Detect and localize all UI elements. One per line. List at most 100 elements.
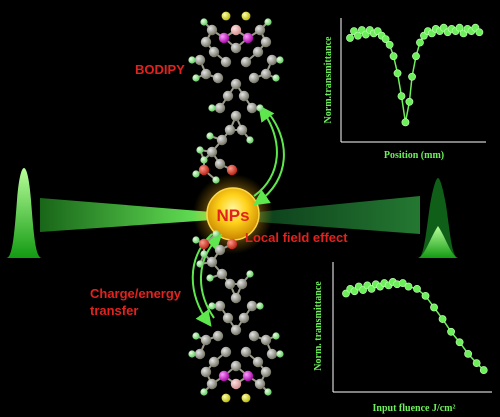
top-molecule-atom-c [222, 90, 234, 102]
top-molecule-atom-n [242, 32, 254, 44]
bottom-molecule-atom-c [194, 348, 206, 360]
energy-transfer-arrow-bottom-back [200, 233, 223, 319]
top-molecule-atom-c [260, 36, 272, 48]
incident-beam [40, 198, 212, 232]
top-molecule-atom-h [272, 74, 280, 82]
bottom-plot-point [455, 338, 464, 347]
bottom-plot-point [398, 279, 407, 287]
bottom-plot-point [472, 359, 481, 368]
bottom-molecule-atom-b [230, 378, 242, 390]
energy-transfer-arrow-top [253, 105, 278, 197]
bottom-molecule-atom-h [276, 350, 284, 358]
bottom-molecule-atom-c [230, 360, 242, 372]
top-molecule-atom-c [230, 110, 242, 122]
bottom-molecule-atom-f [221, 393, 231, 403]
bottom-molecule-atom-o [226, 238, 238, 250]
top-molecule-atom-c [248, 72, 260, 84]
bottom-molecule-atom-c [266, 348, 278, 360]
top-plot-ylabel: Norm.transmittance [323, 36, 334, 123]
bottom-molecule-atom-c [214, 300, 226, 312]
top-plot: Position (mm) Norm.transmittance [323, 18, 486, 161]
bottom-molecule-atom-h [192, 332, 200, 340]
top-molecule-atom-c [246, 102, 258, 114]
top-molecule-atom-h [200, 156, 208, 164]
bottom-plot-line [345, 281, 485, 371]
top-molecule-atom-c [194, 54, 206, 66]
bottom-molecule-atom-h [200, 388, 208, 396]
bottom-molecule-atom-n [242, 370, 254, 382]
bottom-plot-point [464, 349, 473, 358]
bottom-molecule-atom-h [196, 260, 204, 268]
top-molecule-atom-h [200, 18, 208, 26]
top-molecule-atom-c [230, 78, 242, 90]
output-pulse-icon [418, 178, 458, 258]
top-plot-point [389, 52, 398, 61]
bottom-molecule-atom-c [214, 244, 226, 256]
bottom-molecule-atom-c [224, 278, 236, 290]
bottom-molecule-atom-c [216, 268, 228, 280]
bottom-molecule-atom-f [241, 393, 251, 403]
bottom-molecule-atom-c [200, 366, 212, 378]
bottom-plot-point [438, 315, 447, 323]
bottom-molecule-atom-h [264, 388, 272, 396]
bottom-plot: Input fluence J/cm² Norm. transmittance [313, 262, 492, 414]
bottom-plot-xlabel: Input fluence J/cm² [373, 403, 456, 414]
top-molecule-atom-h [256, 104, 264, 112]
top-plot-point [346, 34, 354, 42]
bottom-molecule-atom-c [230, 324, 242, 336]
bottom-molecule-atom-c [260, 366, 272, 378]
bottom-molecule-atom-h [212, 230, 220, 238]
bottom-molecule-atom-n [218, 370, 230, 382]
top-molecule-atom-h [276, 56, 284, 64]
bottom-molecule-atom-c [220, 346, 232, 358]
bottom-plot-series [342, 278, 488, 374]
bottom-molecule-atom-c [248, 330, 260, 342]
top-plot-point [393, 69, 402, 78]
top-plot-point [416, 38, 424, 47]
bottom-molecule-atom-c [206, 378, 218, 390]
top-molecule-atom-c [238, 90, 250, 102]
bottom-plot-point [479, 366, 488, 374]
bottom-molecule-atom-h [256, 302, 264, 310]
top-molecule-atom-c [216, 134, 228, 146]
bottom-molecule-atom-c [236, 278, 248, 290]
top-molecule-atom-c [214, 102, 226, 114]
top-plot-xlabel: Position (mm) [384, 150, 444, 161]
bottom-plot-ylabel: Norm. transmittance [313, 281, 324, 371]
bottom-molecule-atom-c [200, 334, 212, 346]
bottom-molecule-atom-o [198, 238, 210, 250]
top-molecule-atom-c [230, 42, 242, 54]
bodipy-molecule-top [188, 11, 284, 184]
bottom-molecule-atom-c [246, 300, 258, 312]
top-molecule-atom-h [206, 132, 214, 140]
top-plot-point [354, 31, 362, 40]
charge-transfer-label-line2: transfer [90, 303, 139, 318]
top-molecule-atom-c [200, 36, 212, 48]
bottom-molecule-atom-c [260, 334, 272, 346]
top-molecule-atom-c [220, 56, 232, 68]
bottom-molecule-atom-h [200, 250, 208, 258]
top-molecule-atom-c [254, 24, 266, 36]
bottom-plot-point [404, 282, 413, 291]
bottom-molecule-atom-c [206, 256, 218, 268]
top-molecule-atom-c [206, 24, 218, 36]
local-field-label: Local field effect [245, 230, 348, 245]
bottom-molecule-atom-c [252, 356, 264, 368]
top-molecule-atom-h [246, 136, 254, 144]
nps-label: NPs [216, 206, 249, 225]
top-molecule-atom-h [196, 146, 204, 154]
top-plot-point [397, 92, 406, 100]
top-molecule-atom-c [236, 124, 248, 136]
bottom-molecule-atom-h [246, 270, 254, 278]
top-molecule-atom-c [206, 146, 218, 158]
bottom-plot-point [413, 284, 421, 293]
bodipy-label: BODIPY [135, 62, 185, 77]
top-plot-point [401, 118, 410, 127]
bottom-molecule-atom-h [208, 302, 216, 310]
top-molecule-atom-c [260, 68, 272, 80]
bottom-molecule-atom-c [212, 330, 224, 342]
bodipy-molecule-bottom [188, 230, 284, 403]
energy-transfer-arrow-top-back [253, 109, 285, 206]
top-molecule-atom-n [218, 32, 230, 44]
charge-transfer-label-line1: Charge/energy [90, 286, 182, 301]
